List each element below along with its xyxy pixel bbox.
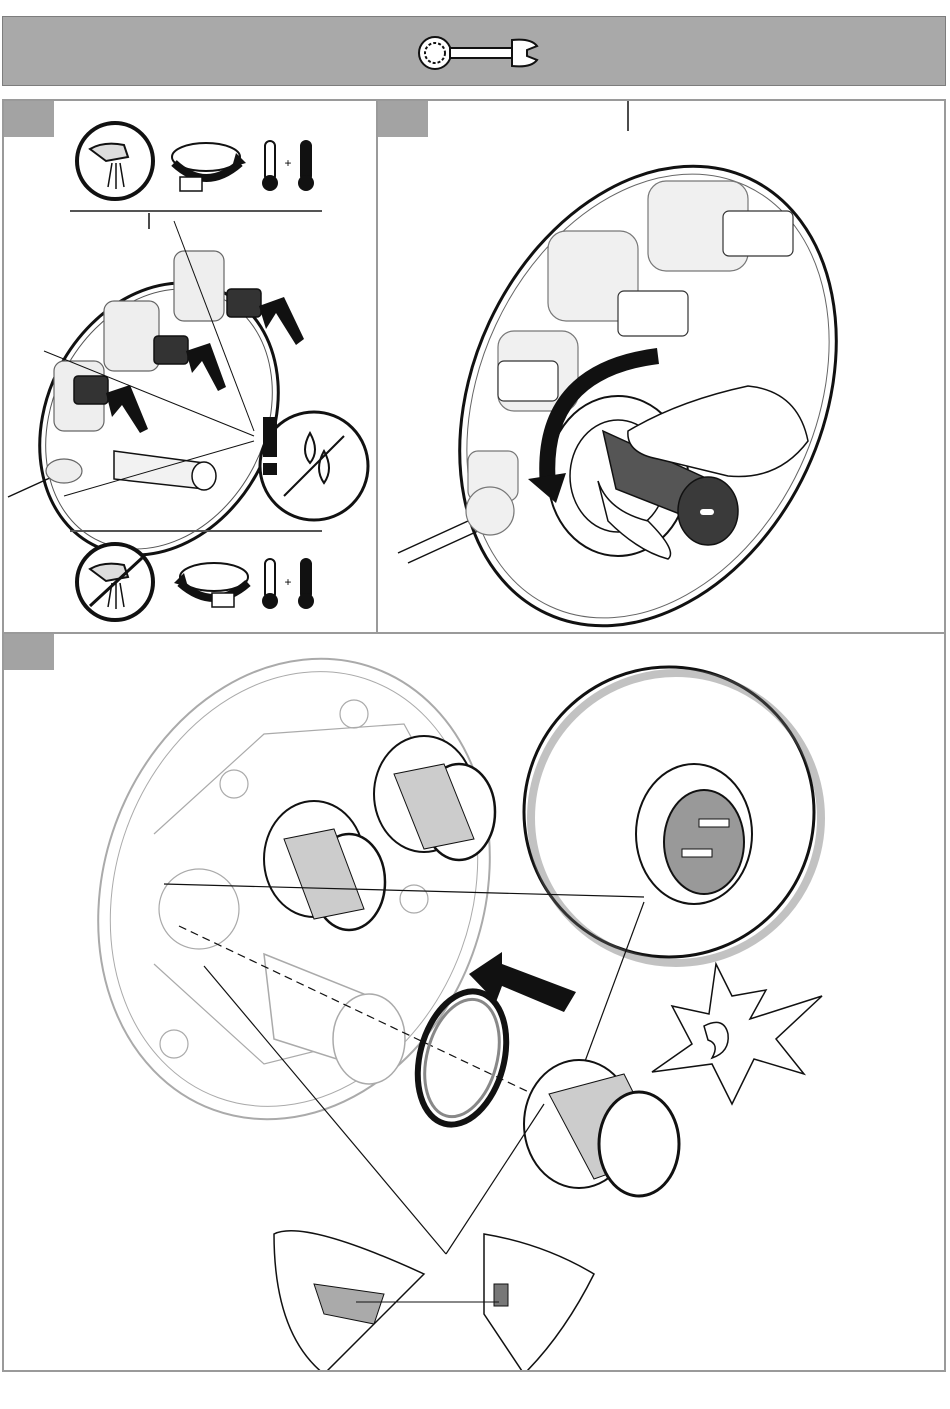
warning-exclamation-icon [263, 417, 277, 475]
step-1-illustration: + [4, 101, 378, 634]
plus-sign: + [284, 575, 291, 589]
detail-zoom-drawing [524, 667, 821, 963]
thermometer-icon [262, 559, 278, 609]
header-bar [2, 16, 946, 86]
rotate-valve-icon [172, 143, 246, 191]
rotate-valve-icon [174, 563, 248, 607]
flow-tap-icon [77, 544, 153, 620]
plus-sign: + [284, 156, 291, 170]
wrench-icon [413, 32, 543, 74]
thermometer-icon [298, 141, 314, 191]
key-detail-drawing [274, 1231, 594, 1372]
click-sound-ear-icon [652, 964, 822, 1104]
no-flow-tap-icon [77, 123, 153, 199]
valve-body-drawing [388, 101, 908, 634]
step-2-illustration [378, 101, 946, 634]
step-panel-3 [2, 632, 946, 1372]
thermometer-icon [262, 141, 278, 191]
thermometer-icon [298, 559, 314, 609]
new-cartridge-drawing [524, 1060, 679, 1196]
step-panel-1: + [2, 99, 378, 634]
step-3-illustration [4, 634, 946, 1372]
valve-assembly-drawing [4, 213, 325, 597]
step-panel-2 [376, 99, 946, 634]
